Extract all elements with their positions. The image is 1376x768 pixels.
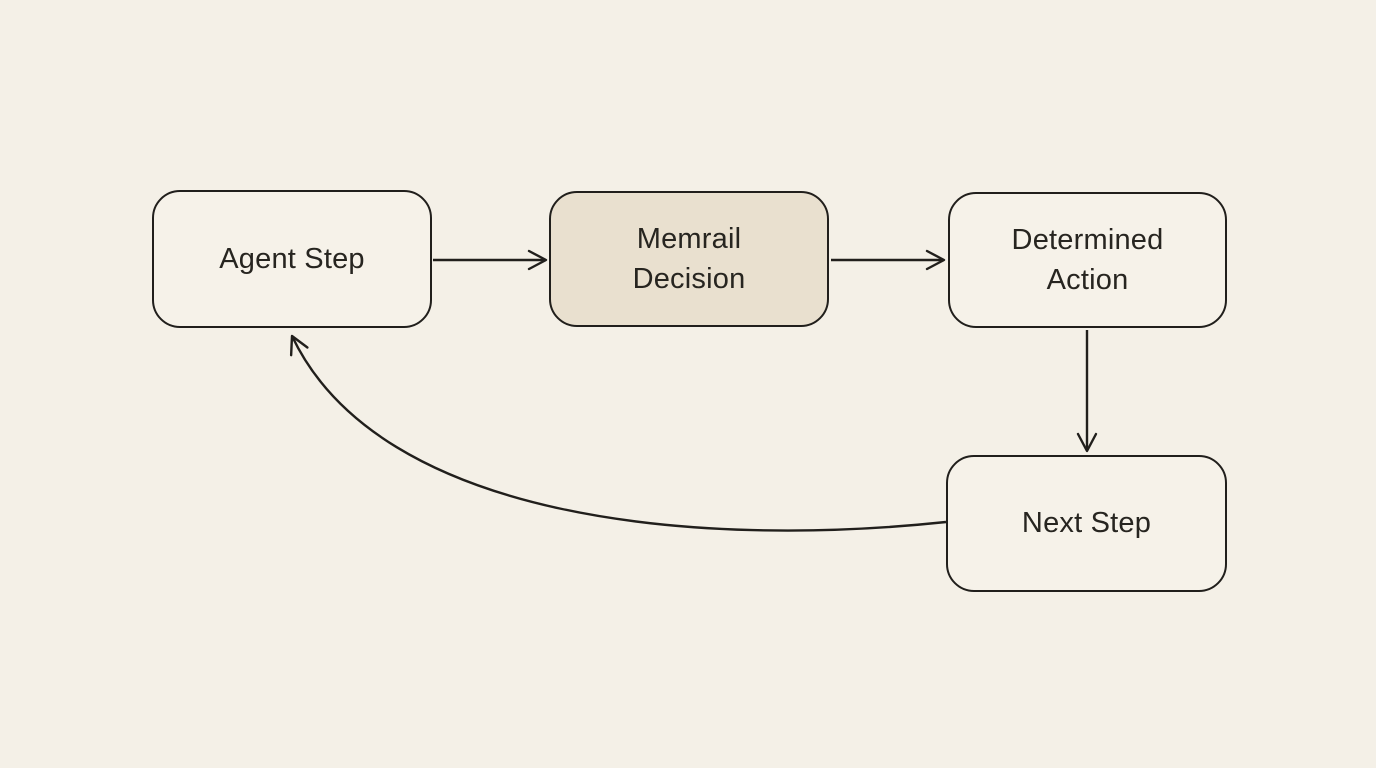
node-agent-step: Agent Step [152,190,432,328]
node-next-step: Next Step [946,455,1227,592]
node-next-step-label: Next Step [1021,507,1152,540]
node-memrail-decision: Memrail Decision [549,191,829,327]
node-determined-action: Determined Action [948,192,1227,328]
node-determined-action-label: Determined Action [1011,223,1164,296]
node-agent-step-label: Agent Step [219,242,365,275]
edge-next-step-to-agent-step [289,334,947,532]
node-memrail-decision-label: Memrail Decision [632,222,746,295]
